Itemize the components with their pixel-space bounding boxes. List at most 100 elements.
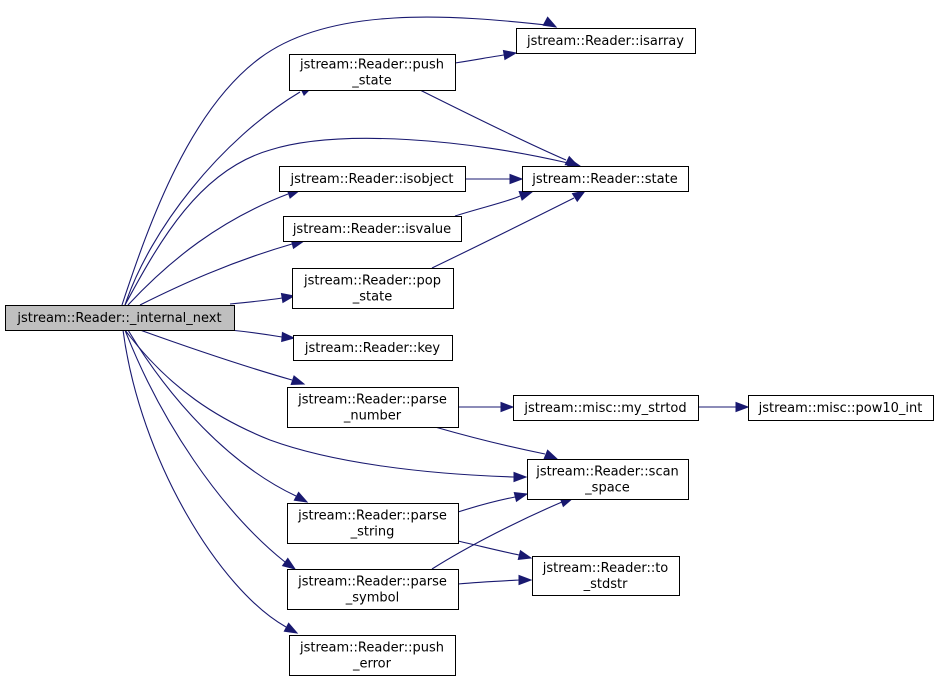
edge-line: [124, 329, 286, 563]
edge-arrowhead: [283, 622, 299, 634]
node-label: jstream::misc::my_strtod: [523, 401, 686, 416]
node-label: _number: [343, 409, 402, 424]
node-isobject[interactable]: jstream::Reader::isobject: [279, 166, 466, 192]
function-nodes: jstream::Reader::_internal_nextjstream::…: [5, 28, 934, 676]
node-box: [289, 54, 456, 91]
edge-line: [229, 329, 283, 338]
node-isarray[interactable]: jstream::Reader::isarray: [516, 28, 696, 54]
edge-parse-string-to-scan-space: [457, 491, 529, 513]
edge-arrowhead: [281, 331, 296, 343]
edge-internal-next-to-isarray: [121, 16, 558, 306]
node-box: [293, 335, 453, 361]
edge-internal-next-to-parse-symbol: [124, 329, 297, 570]
node-pow10-int[interactable]: jstream::misc::pow10_int: [748, 395, 934, 421]
edge-arrowhead: [509, 173, 524, 185]
edge-line: [457, 579, 520, 585]
node-label: jstream::Reader::key: [304, 341, 441, 356]
node-label: jstream::Reader::parse: [297, 509, 447, 524]
node-isvalue[interactable]: jstream::Reader::isvalue: [283, 216, 462, 242]
node-box: [289, 635, 456, 676]
edge-line: [139, 243, 293, 306]
edge-arrowhead: [513, 491, 529, 503]
edge-line: [124, 137, 569, 306]
node-parse-string[interactable]: jstream::Reader::parse_string: [287, 503, 459, 544]
edge-internal-next-to-isvalue: [139, 238, 306, 306]
node-parse-symbol[interactable]: jstream::Reader::parse_symbol: [287, 569, 459, 610]
edge-line: [434, 426, 546, 455]
edge-arrowhead: [517, 549, 533, 561]
edge-my-strtod-to-pow10-int: [697, 401, 750, 413]
edge-parse-number-to-scan-space: [434, 426, 559, 460]
edge-arrowhead: [571, 190, 587, 203]
node-pop-state[interactable]: jstream::Reader::pop_state: [292, 268, 454, 309]
node-state[interactable]: jstream::Reader::state: [522, 166, 689, 192]
node-label: jstream::Reader::parse: [297, 575, 447, 590]
node-label: jstream::Reader::parse: [297, 393, 447, 408]
edge-arrowhead: [542, 16, 558, 28]
node-box: [513, 395, 699, 421]
edge-push-state-to-state: [419, 89, 580, 167]
node-label: _stdstr: [583, 577, 628, 592]
node-box: [522, 166, 689, 192]
node-box: [287, 569, 459, 610]
node-to-stdstr[interactable]: jstream::Reader::to_stdstr: [532, 556, 680, 596]
edge-arrowhead: [543, 449, 559, 460]
edge-arrowhead: [735, 401, 750, 413]
edge-internal-next-to-parse-number: [139, 329, 306, 386]
node-box: [292, 268, 454, 309]
edge-line: [127, 329, 297, 497]
edge-internal-next-to-push-error: [122, 329, 299, 634]
edge-line: [124, 329, 515, 478]
edge-arrowhead: [513, 471, 528, 483]
node-box: [748, 395, 934, 421]
call-edges: [121, 16, 750, 634]
node-label: jstream::Reader::push: [299, 58, 444, 73]
edge-arrowhead: [502, 49, 518, 61]
node-box: [279, 166, 466, 192]
node-label: jstream::Reader::push: [299, 641, 444, 656]
edge-internal-next-to-parse-string: [127, 329, 309, 503]
node-parse-number[interactable]: jstream::Reader::parse_number: [287, 387, 459, 428]
edge-arrowhead: [564, 155, 580, 167]
edge-internal-next-to-isobject: [127, 189, 302, 306]
edge-internal-next-to-key: [229, 329, 296, 343]
node-box: [287, 503, 459, 544]
edge-line: [127, 193, 289, 306]
node-my-strtod[interactable]: jstream::misc::my_strtod: [513, 395, 699, 421]
node-label: _state: [352, 290, 392, 305]
node-push-state[interactable]: jstream::Reader::push_state: [289, 54, 456, 91]
node-label: jstream::misc::pow10_int: [758, 401, 923, 416]
edge-line: [454, 54, 505, 64]
edge-arrowhead: [518, 574, 533, 586]
node-label: jstream::Reader::to: [542, 561, 669, 576]
edge-parse-string-to-to-stdstr: [457, 540, 533, 561]
edge-arrowhead: [280, 292, 296, 304]
node-internal-next[interactable]: jstream::Reader::_internal_next: [5, 305, 235, 331]
node-label: _state: [351, 74, 391, 89]
edge-arrowhead: [281, 557, 297, 570]
edge-line: [457, 496, 516, 513]
node-box: [527, 459, 689, 500]
edge-internal-next-to-scan-space: [124, 329, 528, 483]
edge-arrowhead: [518, 191, 534, 201]
edge-line: [122, 329, 287, 628]
node-box: [5, 305, 235, 331]
edge-isvalue-to-state: [454, 191, 534, 217]
edge-line: [121, 16, 556, 306]
node-label: _string: [350, 525, 395, 540]
node-push-error[interactable]: jstream::Reader::push_error: [289, 635, 456, 676]
node-label: jstream::Reader::pop: [303, 274, 441, 289]
node-key[interactable]: jstream::Reader::key: [293, 335, 453, 361]
node-box: [283, 216, 462, 242]
node-label: jstream::Reader::isarray: [526, 34, 684, 49]
node-scan-space[interactable]: jstream::Reader::scan_space: [527, 459, 689, 500]
node-label: _space: [584, 481, 630, 496]
edge-pop-state-to-state: [431, 190, 587, 269]
edge-line: [431, 197, 575, 269]
node-label: jstream::Reader::isvalue: [292, 222, 451, 237]
edge-line: [139, 329, 293, 381]
edge-isobject-to-state: [465, 173, 524, 185]
edge-line: [229, 297, 283, 305]
edge-parse-symbol-to-to-stdstr: [457, 574, 533, 586]
